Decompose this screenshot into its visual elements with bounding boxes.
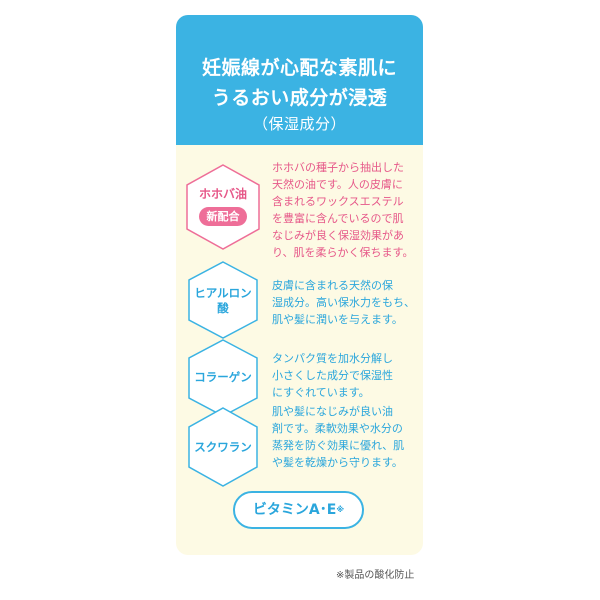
header-title-line-1: 妊娠線が心配な素肌に [201,57,397,79]
header-title-line-2: うるおい成分が浸透 [211,87,388,109]
ingredient-name: スクワラン [194,440,252,454]
description-line: り、肌を柔らかく保ちます。 [272,246,414,259]
ingredient-name-line: 酸 [217,301,229,315]
description-line: や髪を乾燥から守ります。 [272,456,403,469]
header-subtitle: （保湿成分） [252,115,346,133]
description-line: 湿成分。高い保水力をもち、 [272,296,415,309]
hexagon-frame-icon: コラーゲン [185,338,261,426]
description-line: 肌や髪になじみが良い油 [272,405,393,418]
ingredient-name: コラーゲン [194,370,252,384]
ingredient-name: ヒアルロン 酸 [185,286,261,316]
description-line: 皮膚に含まれる天然の保 [272,279,393,292]
description-line: なじみが良く保湿効果があ [272,229,404,242]
description-line: 蒸発を防ぐ効果に優れ、肌 [272,439,405,452]
ingredient-description: 皮膚に含まれる天然の保 湿成分。高い保水力をもち、 肌や髪に潤いを与えます。 [272,277,420,328]
description-line: 小さくした成分で保湿性 [272,369,393,382]
hexagon-frame-icon: ヒアルロン 酸 [185,260,261,348]
hexagon-frame-icon: スクワラン [185,406,261,494]
ingredient-description: タンパク質を加水分解し 小さくした成分で保湿性 にすぐれています。 [272,350,420,401]
ingredient-description: ホホバの種子から抽出した 天然の油です。人の皮膚に 含まれるワックスエステル を… [272,159,420,261]
ingredient-name: ホホバ油 [198,187,247,201]
vitamin-ae-pill: ビタミンA･E※ [233,491,364,529]
hexagon-frame-icon: ホホバ油 新配合 [185,163,261,251]
ingredient-description: 肌や髪になじみが良い油 剤です。柔軟効果や水分の 蒸発を防ぐ効果に優れ、肌 や髪… [272,403,420,471]
ingredient-row-jojoba: ホホバ油 新配合 ホホバの種子から抽出した 天然の油です。人の皮膚に 含まれるワ… [176,157,423,259]
description-line: 天然の油です。人の皮膚に [272,178,403,191]
vitamin-label: ビタミンA･E [252,502,337,518]
description-line: 肌や髪に潤いを与えます。 [272,313,403,326]
new-formula-badge: 新配合 [199,207,247,226]
ingredient-card: 妊娠線が心配な素肌に うるおい成分が浸透 （保湿成分） ホホバ油 新配合 ホホバ… [176,15,423,555]
ingredient-name-line: ヒアルロン [194,286,252,300]
ingredient-row-collagen: コラーゲン タンパク質を加水分解し 小さくした成分で保湿性 にすぐれています。 [176,338,423,418]
description-line: 含まれるワックスエステル [272,195,404,208]
vitamin-note-mark: ※ [336,505,345,514]
description-line: を豊富に含んでいるので肌 [272,212,404,225]
footnote: ※製品の酸化防止 [336,570,415,581]
description-line: タンパク質を加水分解し [272,352,393,365]
description-line: ホホバの種子から抽出した [272,161,404,174]
description-line: にすぐれています。 [272,386,370,399]
card-header: 妊娠線が心配な素肌に うるおい成分が浸透 （保湿成分） [176,15,423,145]
ingredient-row-squalane: スクワラン 肌や髪になじみが良い油 剤です。柔軟効果や水分の 蒸発を防ぐ効果に優… [176,403,423,494]
ingredient-row-hyaluronic: ヒアルロン 酸 皮膚に含まれる天然の保 湿成分。高い保水力をもち、 肌や髪に潤い… [176,260,423,340]
description-line: 剤です。柔軟効果や水分の [272,422,403,435]
